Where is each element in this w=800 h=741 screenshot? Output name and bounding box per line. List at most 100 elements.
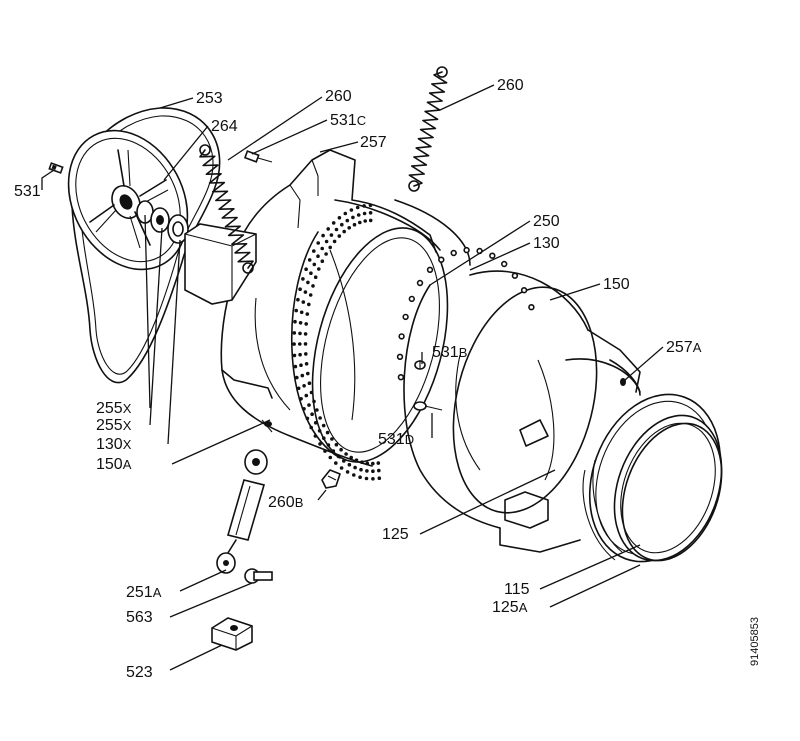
perforation-dot xyxy=(309,271,313,276)
perforation-dot xyxy=(365,469,369,473)
perforation-dot xyxy=(320,259,325,264)
perforation-dot xyxy=(303,332,308,336)
perforation-dot xyxy=(353,465,357,470)
perforation-dot xyxy=(331,221,336,225)
perforation-dot xyxy=(304,362,309,366)
perforation-dot xyxy=(303,290,308,294)
perforation-dot xyxy=(326,443,331,447)
perforation-dot xyxy=(311,284,315,288)
perforation-dot xyxy=(347,226,352,230)
leader-lines xyxy=(41,84,664,671)
perforation-dot xyxy=(305,312,310,316)
perforation-dot xyxy=(354,458,359,463)
perforation-dot xyxy=(342,459,346,463)
perforation-dot xyxy=(317,267,321,271)
tub-rear-half xyxy=(184,149,437,467)
perforation-dot xyxy=(368,203,373,207)
tub-bolt xyxy=(416,279,424,287)
perforation-dot xyxy=(328,455,333,460)
clamp-ring xyxy=(621,422,723,562)
perforation-dot xyxy=(298,342,302,346)
perforation-dot xyxy=(343,211,348,216)
perforation-dot xyxy=(349,455,354,460)
label-150: 150 xyxy=(603,276,630,293)
perforation-dot xyxy=(301,277,305,281)
label-115: 115 xyxy=(504,581,530,598)
perforation-dot xyxy=(307,302,311,307)
perforation-dot xyxy=(368,211,373,215)
perforation-dot xyxy=(320,246,325,251)
perforation-dot xyxy=(364,476,369,481)
perforation-dot xyxy=(295,375,299,380)
perforation-dot xyxy=(342,229,347,234)
label-257: 257 xyxy=(360,134,387,151)
label-523: 523 xyxy=(126,664,153,681)
spring-260-top xyxy=(408,66,448,192)
perforation-dot xyxy=(306,280,310,285)
perforation-dot xyxy=(305,416,310,421)
perforation-dot xyxy=(300,373,305,378)
tub-bolt xyxy=(528,304,535,311)
perforation-dot xyxy=(309,390,314,395)
seal-band-257a xyxy=(609,359,641,396)
perforation-dot xyxy=(318,442,322,446)
perforation-dot xyxy=(352,222,357,227)
tub-bolt xyxy=(520,287,528,294)
perforation-dot xyxy=(310,412,314,417)
label-130: 130 xyxy=(533,235,560,252)
shock-absorber xyxy=(216,449,268,574)
perforation-dot xyxy=(292,331,297,335)
tub-bolt xyxy=(511,272,519,279)
screw-531b xyxy=(414,360,426,370)
perforation-dot xyxy=(292,342,296,346)
perforation-dot xyxy=(330,437,334,441)
spring-hook xyxy=(436,66,448,78)
document-number: 91405853 xyxy=(749,617,761,666)
perforation-dot xyxy=(302,384,306,388)
label-150a: 150A xyxy=(96,456,132,473)
perforation-dot xyxy=(334,442,339,447)
perforation-dot xyxy=(323,449,327,453)
perforation-dot xyxy=(313,275,318,280)
label-125a: 125A xyxy=(492,599,528,616)
perforation-dot xyxy=(340,222,344,227)
perforation-dot xyxy=(293,319,297,324)
label-260bb: 260B xyxy=(268,494,303,511)
perforation-dot xyxy=(371,477,375,481)
tub-bolt xyxy=(438,256,445,263)
perforation-dot xyxy=(347,462,352,467)
tub-bolt xyxy=(450,249,457,257)
label-125: 125 xyxy=(382,526,409,543)
perforation-dot xyxy=(359,467,363,472)
perforation-dot xyxy=(304,393,309,398)
perforation-dot xyxy=(293,364,298,369)
perforation-dot xyxy=(316,241,321,245)
screw-531 xyxy=(48,162,64,174)
perforation-dot xyxy=(368,218,373,223)
perforation-dot xyxy=(303,342,308,346)
screw-531c xyxy=(243,150,273,163)
perforation-dot xyxy=(313,434,318,438)
perforation-dot xyxy=(299,310,304,315)
tub-bolt xyxy=(426,266,434,273)
label-260b: 260 xyxy=(497,77,524,94)
perforation-dot xyxy=(301,300,306,304)
perforation-dot xyxy=(294,308,299,313)
drive-belt xyxy=(71,107,221,384)
perforation-dot xyxy=(339,466,344,470)
perforation-dot xyxy=(325,430,330,435)
tub-bolt xyxy=(463,246,470,254)
label-257a: 257A xyxy=(666,339,702,356)
perforation-dot xyxy=(332,239,337,244)
perforation-dot xyxy=(363,219,368,223)
spring-coil xyxy=(408,71,448,187)
perforation-dot xyxy=(312,249,316,253)
label-531c: 531C xyxy=(330,112,366,129)
bracket-523 xyxy=(211,617,253,651)
perforation-dot xyxy=(360,460,364,465)
drum-130 xyxy=(290,199,471,481)
perforation-dot xyxy=(299,397,303,401)
perforation-dot xyxy=(349,208,354,212)
perforation-dot xyxy=(317,429,322,433)
perforation-dot xyxy=(337,234,342,238)
